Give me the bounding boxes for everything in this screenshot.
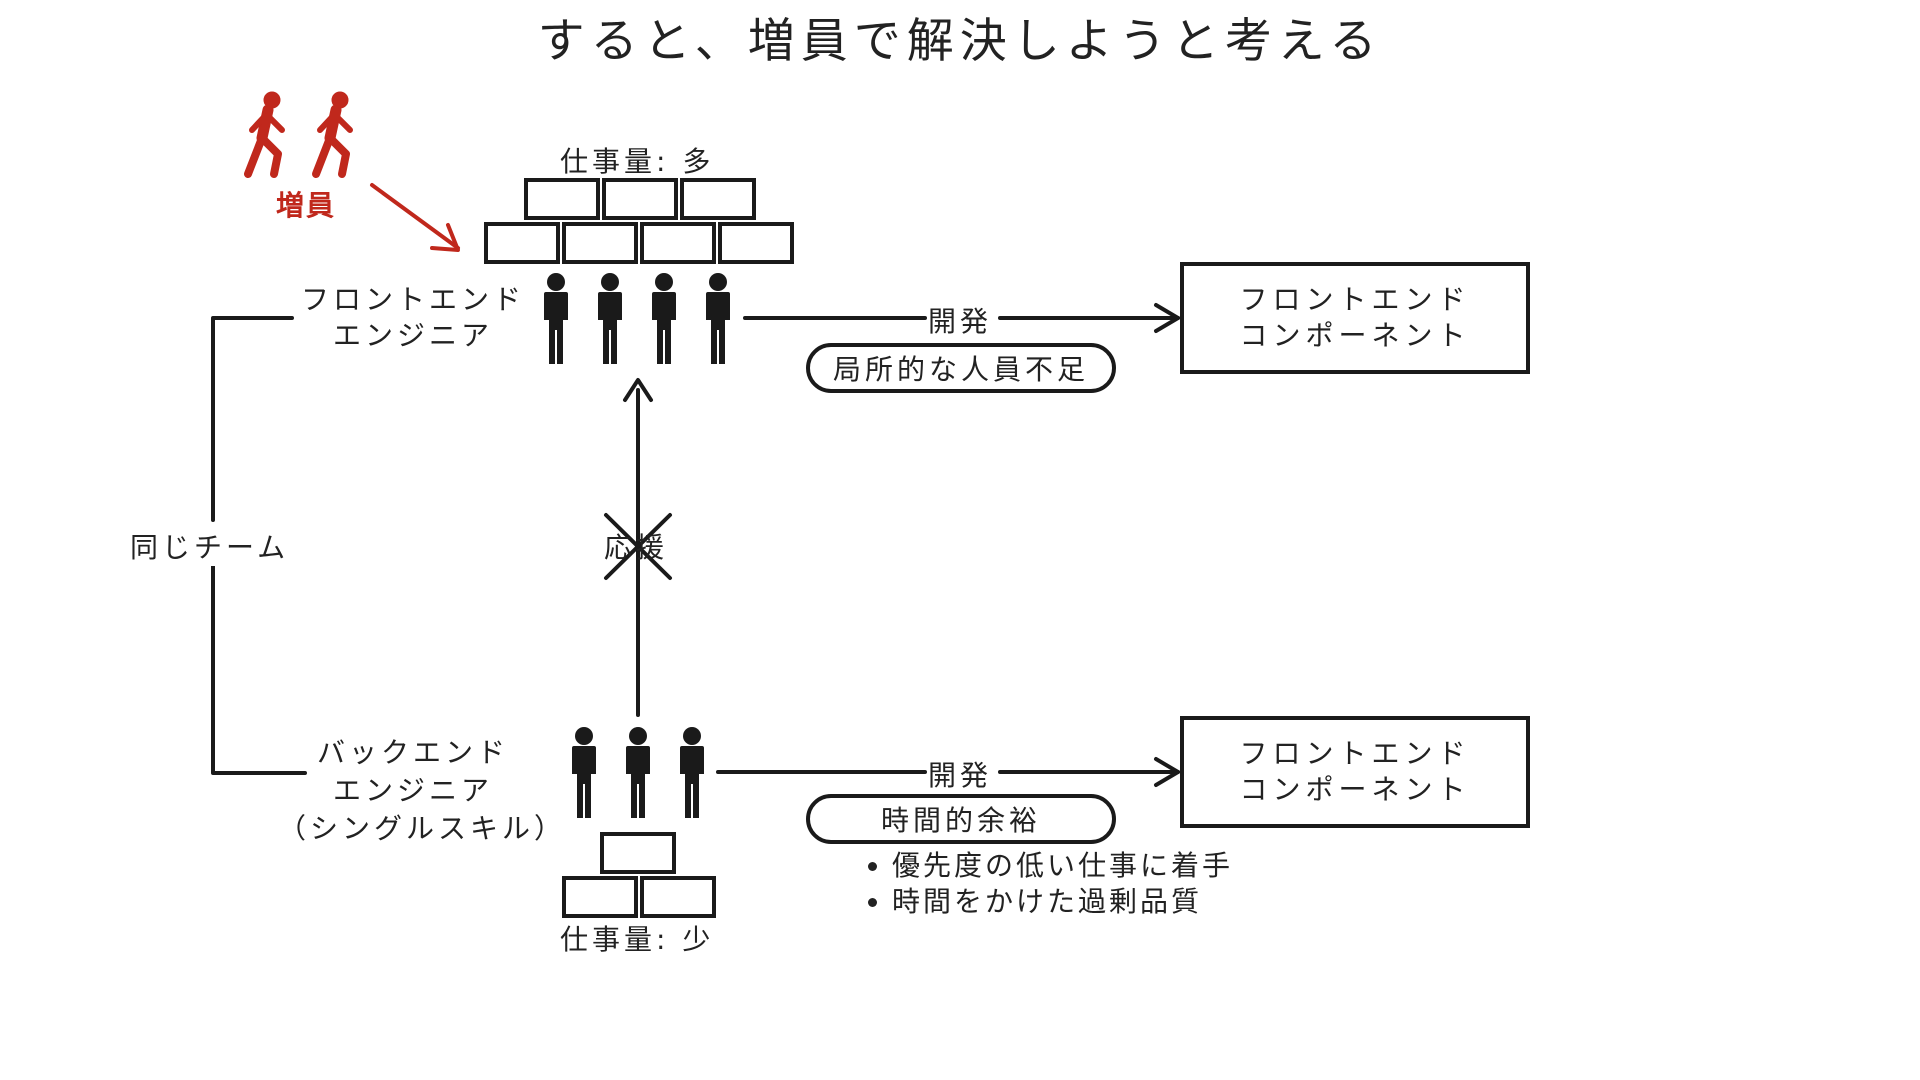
support-cross-b <box>604 513 672 580</box>
frontend-role-line1: フロントエンド <box>300 283 525 316</box>
backend-component-box: フロントエンド コンポーネント <box>1180 716 1530 828</box>
backend-bricks <box>562 832 716 918</box>
brick <box>680 178 756 220</box>
backend-bullet-list: 優先度の低い仕事に着手 時間をかけた過剰品質 <box>862 848 1233 920</box>
backend-role-label: バックエンド エンジニア （シングルスキル） <box>278 734 567 848</box>
backend-role-line1: バックエンド <box>316 736 509 769</box>
frontend-component-line2: コンポーネント <box>1239 319 1471 352</box>
person-icon <box>706 273 730 364</box>
reinforcement-arrow <box>370 183 460 250</box>
walking-person-icon <box>244 91 285 178</box>
frontend-component-line1: フロントエンド <box>1239 283 1471 316</box>
brick <box>524 178 600 220</box>
backend-engineers <box>572 727 704 818</box>
team-label: 同じチーム <box>130 526 290 566</box>
brick <box>640 876 716 918</box>
frontend-bricks <box>484 178 794 264</box>
brick <box>562 876 638 918</box>
person-icon <box>572 727 596 818</box>
walking-person-icon <box>312 91 353 178</box>
backend-status-pill: 時間的余裕 <box>806 794 1116 844</box>
backend-role-line2: エンジニア <box>332 774 493 807</box>
brick <box>640 222 716 264</box>
bullet-item: 時間をかけた過剰品質 <box>892 884 1233 920</box>
person-icon <box>626 727 650 818</box>
brick <box>718 222 794 264</box>
frontend-role-label: フロントエンド エンジニア <box>298 282 528 354</box>
support-label: 応援 <box>604 531 669 564</box>
frontend-role-line2: エンジニア <box>332 319 493 352</box>
team-bracket-top <box>211 316 294 522</box>
backend-component-line1: フロントエンド <box>1239 737 1471 770</box>
frontend-component-box: フロントエンド コンポーネント <box>1180 262 1530 374</box>
person-icon <box>598 273 622 364</box>
backend-dev-arrowhead <box>1154 757 1180 787</box>
backend-dev-label: 開発 <box>928 754 993 794</box>
frontend-engineers <box>544 273 730 364</box>
page-title: すると、増員で解決しようと考える <box>537 14 1383 69</box>
brick <box>484 222 560 264</box>
brick <box>602 178 678 220</box>
frontend-dev-arrowhead <box>1154 303 1180 333</box>
walking-people-icon <box>244 91 353 178</box>
person-icon <box>680 727 704 818</box>
backend-workload-label: 仕事量: 少 <box>560 923 715 956</box>
support-arrowhead <box>623 378 653 402</box>
backend-role-line3: （シングルスキル） <box>278 812 567 845</box>
frontend-issue-pill: 局所的な人員不足 <box>806 343 1116 393</box>
team-bracket-bottom <box>211 563 307 775</box>
backend-component-line2: コンポーネント <box>1239 773 1471 806</box>
brick <box>562 222 638 264</box>
frontend-dev-label: 開発 <box>928 300 993 340</box>
person-icon <box>652 273 676 364</box>
bullet-item: 優先度の低い仕事に着手 <box>892 848 1233 884</box>
brick <box>600 832 676 874</box>
frontend-workload-label: 仕事量: 多 <box>560 145 715 178</box>
person-icon <box>544 273 568 364</box>
reinforcement-arrowhead <box>430 223 460 252</box>
reinforcement-label: 増員 <box>276 189 337 222</box>
